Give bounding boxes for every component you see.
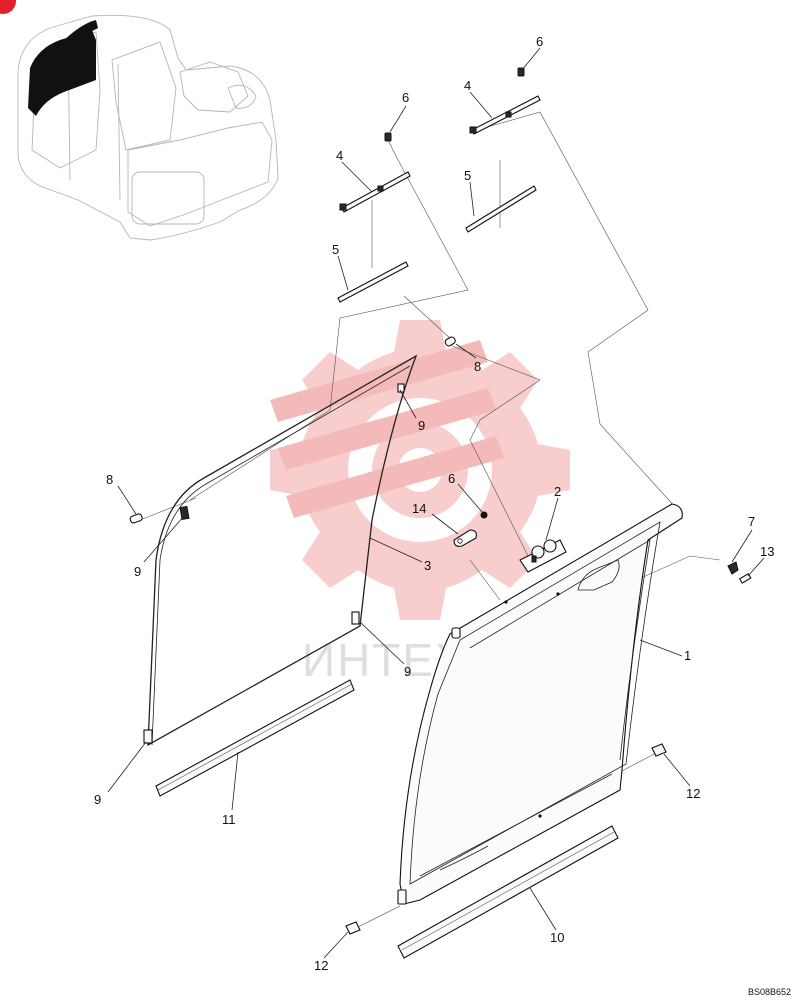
leader-lines xyxy=(139,111,721,929)
callout-9c: 9 xyxy=(404,664,411,679)
part-4-rail-right xyxy=(469,95,541,135)
part-10-bottom-strip xyxy=(397,825,619,959)
callout-8a: 8 xyxy=(106,472,113,487)
part-7-screw xyxy=(727,561,739,575)
callout-11: 11 xyxy=(222,812,236,827)
callout-1: 1 xyxy=(684,648,691,663)
callout-12a: 12 xyxy=(686,786,700,801)
callout-4b: 4 xyxy=(464,78,471,93)
cab-location-thumbnail xyxy=(17,14,279,241)
part-8-bumper-left xyxy=(129,513,143,524)
part-14-bracket xyxy=(453,529,477,547)
callout-6a: 6 xyxy=(402,90,409,105)
callout-3: 3 xyxy=(424,558,431,573)
part-12-bumper-bottom xyxy=(345,921,361,935)
callout-leaders xyxy=(107,47,765,959)
callout-8b: 8 xyxy=(474,359,481,374)
watermark-gear-icon xyxy=(270,320,570,620)
callout-6c: 6 xyxy=(448,471,455,486)
part-6-screw-top-left xyxy=(384,132,392,142)
drawing-code: BS08B652 xyxy=(748,987,791,997)
part-12-bumper-right xyxy=(651,743,667,757)
part-5-strip-left xyxy=(337,261,409,303)
callout-9a: 9 xyxy=(134,564,141,579)
callout-5a: 5 xyxy=(332,242,339,257)
callout-2: 2 xyxy=(554,484,561,499)
callout-5b: 5 xyxy=(464,168,471,183)
callout-9b: 9 xyxy=(418,418,425,433)
part-4-rail-left xyxy=(339,171,411,213)
part-13-pin xyxy=(738,573,752,584)
part-11-bottom-strip xyxy=(155,679,355,797)
callout-14: 14 xyxy=(412,501,426,516)
part-6-screw-middle xyxy=(480,511,488,519)
callout-7: 7 xyxy=(748,514,755,529)
part-5-strip-right xyxy=(465,185,537,233)
part-1-door-frame xyxy=(397,503,683,905)
callout-10: 10 xyxy=(550,930,564,945)
callout-4a: 4 xyxy=(336,148,343,163)
callout-9d: 9 xyxy=(94,792,101,807)
callout-6b: 6 xyxy=(536,34,543,49)
part-8-bumper-upper xyxy=(444,336,456,347)
part-3-glass-panel xyxy=(143,354,418,747)
callout-12b: 12 xyxy=(314,958,328,973)
part-2-latch xyxy=(519,539,567,573)
callout-labels: 6 4 5 6 4 5 8 9 8 9 6 14 2 3 7 13 9 1 9 … xyxy=(94,34,774,973)
callout-13: 13 xyxy=(760,544,774,559)
